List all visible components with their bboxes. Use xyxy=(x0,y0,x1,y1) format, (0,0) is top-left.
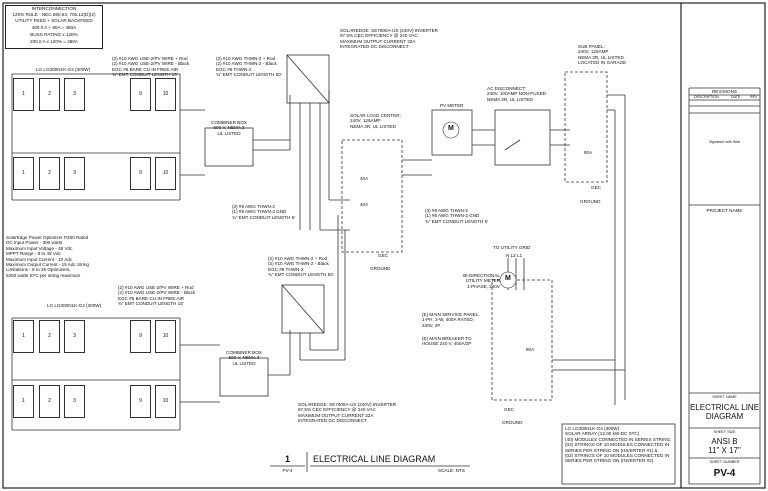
ground-label-3: GROUND xyxy=(502,420,523,425)
pv-module: 3 xyxy=(64,385,85,418)
utility-meter-symbol: M xyxy=(505,275,511,282)
interconnection-buss-title: BUSS RATING x 120% xyxy=(30,32,78,37)
pv-module: 2 xyxy=(39,78,60,111)
pv-module: 9 xyxy=(130,320,151,353)
sheet-size-label: SHEET SIZE xyxy=(713,430,736,434)
pv-module: 9 xyxy=(130,78,151,111)
gec-label-1: GEC xyxy=(378,253,388,258)
interconnection-rule: 120% RULE - NEC 690.64, 705.12(D)(2) xyxy=(12,12,96,17)
pv-module: 10 xyxy=(155,78,176,111)
array-summary: LG LG300N1K-G4 (300W)SOLAR ARRAY (12.00 … xyxy=(565,426,672,464)
ground-label-1: GROUND xyxy=(370,266,391,271)
array-bottom-label: LG LG300N1K-G4 (300W) xyxy=(47,303,102,308)
pv-module: 9 xyxy=(130,385,151,418)
ground-label-2: GROUND xyxy=(580,199,601,204)
drawing-sheet-ref: PV-4 xyxy=(282,468,293,473)
pv-module: 1 xyxy=(13,385,34,418)
interconnection-table xyxy=(5,5,103,49)
pv-meter-label: PV METER xyxy=(440,103,464,108)
project-name-label: PROJECT NAME xyxy=(706,208,743,213)
revisions-col-date: DATE xyxy=(731,95,741,99)
pv-meter-symbol: M xyxy=(448,125,454,132)
sheet-number-label: SHEET NUMBER xyxy=(709,460,740,464)
phase-label: N L2 L1 xyxy=(506,253,523,258)
pv-module: 3 xyxy=(64,78,85,111)
pv-module: 1 xyxy=(13,78,34,111)
pv-module: 10 xyxy=(155,320,176,353)
main-service-label: (E) MAIN SERVICE PANEL,1-PH, 3-W, 400A R… xyxy=(422,312,480,328)
interconnection-title: INTERCONNECTION xyxy=(31,6,77,11)
wire-label-bottom-right: (2) #10 AWG THWN-2 + Rod(2) #10 AWG THWN… xyxy=(268,256,334,278)
sheet-name-label: SHEET NAME xyxy=(712,395,737,399)
array-top-label: LG LG300N1K-G4 (300W) xyxy=(36,67,91,72)
interconnection-buss-calc: 200.0 A x 120% = 480A xyxy=(30,39,78,44)
gec-label-3: GEC xyxy=(504,407,514,412)
wire-label-top-left: (2) #10 AWG USE-2/PV WIRE + Rod(2) #10 A… xyxy=(112,56,190,78)
pv-module: 2 xyxy=(39,320,60,353)
pv-module: 1 xyxy=(13,320,34,353)
pv-module: 10 xyxy=(155,157,176,190)
wire-label-bottom-left: (2) #10 AWG USE-2/PV WIRE + Rod(2) #10 A… xyxy=(118,285,196,307)
to-utility-label: TO UTILITY GRID xyxy=(493,245,531,250)
breaker-40a-2: 40A xyxy=(360,202,369,207)
revisions-title: REVISIONS xyxy=(711,89,738,94)
breaker-80a-sub: 80A xyxy=(584,150,593,155)
breaker-40a-1: 40A xyxy=(360,176,369,181)
pv-module: 3 xyxy=(64,157,85,190)
drawing-number: 1 xyxy=(284,454,290,464)
pv-module: 1 xyxy=(13,157,34,190)
breaker-80a-main: 80A xyxy=(526,347,535,352)
interconnection-feed: UTILITY FEED + SOLAR BACKFEED xyxy=(15,18,93,23)
drawing-title: ELECTRICAL LINE DIAGRAM xyxy=(313,454,436,464)
pv-module: 9 xyxy=(130,157,151,190)
drawing-scale: SCALE: NTS xyxy=(438,468,465,473)
revisions-col-description: DESCRIPTION xyxy=(694,95,719,99)
revisions-col-rev: REV xyxy=(750,95,758,99)
signature-label: Signature with Seal xyxy=(709,140,740,144)
pv-module: 3 xyxy=(64,320,85,353)
wire-label-top-right: (2) #10 AWG THWN-2 + Rod(2) #10 AWG THWN… xyxy=(216,56,282,78)
pv-module: 2 xyxy=(39,157,60,190)
pv-module: 2 xyxy=(39,385,60,418)
pv-module: 10 xyxy=(155,385,176,418)
sheet-number: PV-4 xyxy=(713,468,736,479)
interconnection-feed-calc: 400.0 A + 80A = 480A xyxy=(31,25,77,30)
gec-label-2: GEC xyxy=(591,185,601,190)
